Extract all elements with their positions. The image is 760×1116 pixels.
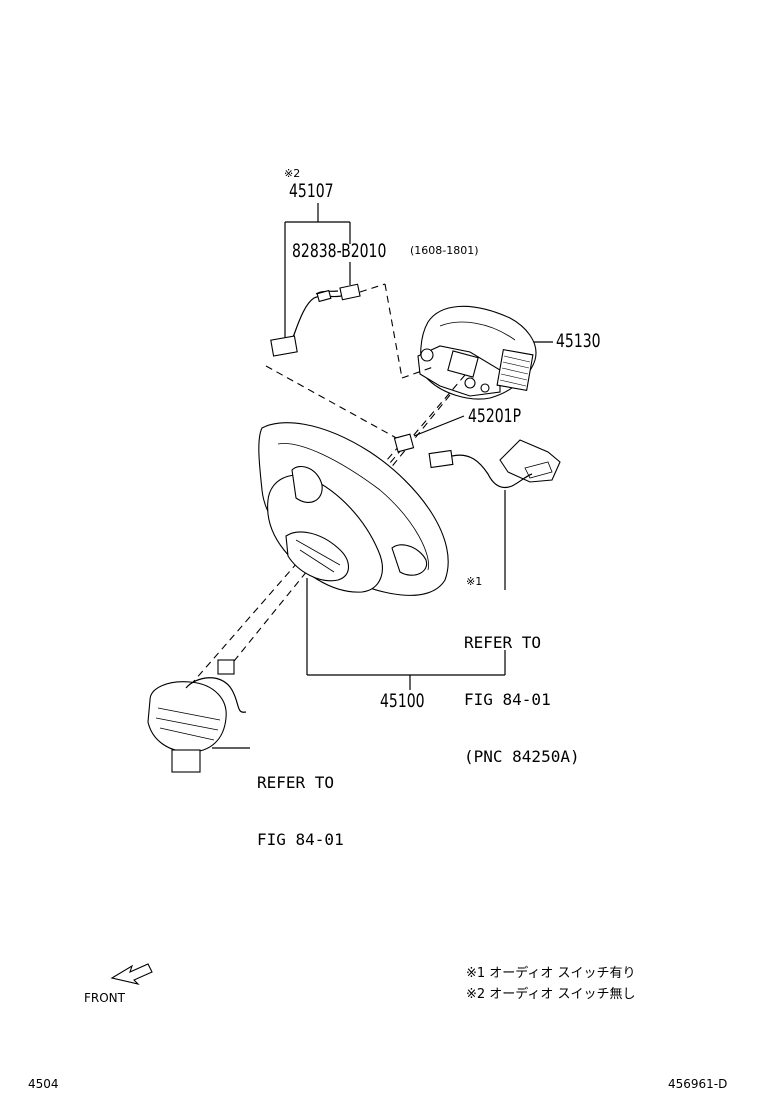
leader-45107 [284, 203, 351, 340]
front-label: FRONT [84, 991, 125, 1005]
nut-45201p [393, 415, 465, 453]
note-mark-1: ※1 [466, 575, 483, 588]
refer-pnc-block[interactable]: REFER TO FIG 84-01 (PNC 84250A) [464, 595, 580, 785]
part-number-45107[interactable]: 45107 [289, 180, 334, 202]
part-number-45100[interactable]: 45100 [380, 690, 425, 712]
footer-left: 4504 [28, 1077, 59, 1091]
refer-spiral-line-1: REFER TO [257, 773, 335, 792]
airbag-module-45130 [417, 305, 537, 400]
footer-right: 456961-D [668, 1077, 728, 1091]
part-number-82838-range: (1608-1801) [410, 244, 479, 257]
front-arrow-icon [110, 963, 153, 985]
part-number-45201p[interactable]: 45201P [468, 405, 522, 427]
part-number-82838[interactable]: 82838-B2010 [292, 240, 387, 262]
legend-line-1: ※1 オーディオ スイッチ有り [466, 966, 636, 981]
spiral-cable [147, 659, 250, 773]
refer-pnc-line-3: (PNC 84250A) [464, 747, 580, 766]
steering-wheel-45100 [258, 422, 506, 690]
note-mark-2: ※2 [284, 167, 301, 180]
part-number-45130[interactable]: 45130 [556, 330, 601, 352]
audio-switch [428, 439, 561, 590]
refer-spiral-block[interactable]: REFER TO FIG 84-01 [257, 735, 344, 868]
legend-line-2: ※2 オーディオ スイッチ無し [466, 987, 636, 1002]
refer-spiral-line-2: FIG 84-01 [257, 830, 344, 849]
refer-pnc-line-1: REFER TO [464, 633, 542, 652]
refer-pnc-line-2: FIG 84-01 [464, 690, 551, 709]
harness-82838 [270, 283, 361, 357]
